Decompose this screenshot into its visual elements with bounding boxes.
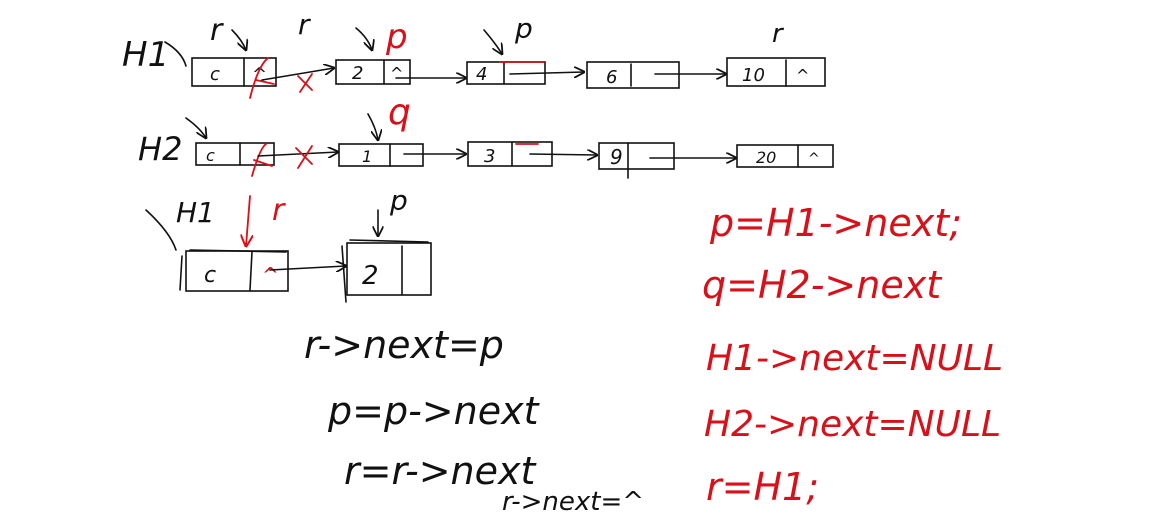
result-list: H1 r p c ^ 2 <box>145 184 432 303</box>
h1-link-1-2-red-cross <box>297 73 313 93</box>
h2-node-4-data: 9 <box>610 145 623 169</box>
result-head-label: H1 <box>176 196 215 229</box>
result-node-1-divider <box>249 251 253 291</box>
h1-pointer-r-arrow <box>231 29 246 50</box>
h1-pointer-r2-arrow <box>355 27 372 50</box>
h2-node-1 <box>195 142 275 166</box>
h2-head-label: H2 <box>138 130 182 168</box>
h1-node-4-data: 6 <box>606 67 617 88</box>
result-pointer-r: r <box>272 193 286 228</box>
result-head-arrow <box>145 209 177 251</box>
h2-node-1-red-link <box>251 143 273 177</box>
black-code-line-1: r->next=p <box>304 323 504 367</box>
h1-link-3-4 <box>509 72 584 74</box>
result-node-2-sketch <box>341 239 429 303</box>
black-code-notes: r->next=p p=p->next r=r->next r->next=^ <box>304 323 644 517</box>
h1-pointer-p2-arrow <box>483 29 502 54</box>
h2-pointer-q: q <box>388 92 411 133</box>
h1-head-arrow <box>164 41 187 67</box>
h1-pointer-r: r <box>210 13 224 48</box>
h2-link-1-2-red-cross <box>295 145 313 169</box>
h1-pointer-r2: r <box>298 8 311 41</box>
h1-node-1-data: c <box>210 64 220 85</box>
h2-list: H2 q c 1 3 9 20 ^ <box>138 92 834 179</box>
result-pointer-r-arrow <box>246 195 250 246</box>
h2-head-arrow <box>185 117 206 138</box>
result-link-1-2 <box>269 266 346 270</box>
h2-node-5-link: ^ <box>808 151 820 167</box>
result-node-1-sketch <box>179 249 287 291</box>
h2-node-2 <box>338 143 424 167</box>
red-code-line-2: q=H2->next <box>702 263 943 307</box>
h1-node-5-data: 10 <box>742 65 765 86</box>
black-code-line-2: p=p->next <box>327 389 541 433</box>
h2-node-1-data: c <box>206 146 215 165</box>
h1-pointer-r-last: r <box>772 19 785 49</box>
h1-node-5-link: ^ <box>796 66 809 85</box>
h1-node-1-red-link <box>249 57 275 99</box>
h2-node-3-data: 3 <box>484 146 495 167</box>
h2-link-1-2 <box>257 152 338 156</box>
red-code-line-5: r=H1; <box>706 465 819 509</box>
red-code-notes: p=H1->next; q=H2->next H1->next=NULL H2-… <box>702 201 1003 509</box>
h1-node-2-link: ^ <box>390 64 403 83</box>
red-code-line-1: p=H1->next; <box>709 201 962 245</box>
h1-pointer-p2: p <box>514 12 533 45</box>
h2-node-5-data: 20 <box>756 148 776 167</box>
red-code-line-4: H2->next=NULL <box>704 404 1001 445</box>
result-node-2 <box>346 242 432 296</box>
h2-node-2-data: 1 <box>362 147 372 166</box>
red-code-line-3: H1->next=NULL <box>706 338 1003 379</box>
h2-pointer-q-arrow <box>367 113 378 140</box>
h1-head-label: H1 <box>122 35 169 75</box>
h1-link-1-2 <box>261 68 334 81</box>
black-code-line-4: r->next=^ <box>502 487 644 517</box>
black-code-line-3: r=r->next <box>344 449 538 493</box>
result-node-1-data: c <box>204 263 216 288</box>
h2-link-3-4 <box>529 154 597 155</box>
result-pointer-p: p <box>389 184 408 217</box>
h1-node-3-data: 4 <box>476 64 487 85</box>
h1-node-1 <box>191 57 277 87</box>
h1-list: H1 r r p p r c ^ 2 ^ 4 6 10 ^ <box>122 8 826 99</box>
result-node-2-data: 2 <box>362 261 379 291</box>
result-node-1-link: ^ <box>262 263 279 287</box>
h1-node-2-data: 2 <box>352 63 363 84</box>
h1-node-4 <box>586 61 680 89</box>
h2-node-4 <box>598 142 675 170</box>
h1-pointer-p-red: p <box>385 17 408 57</box>
